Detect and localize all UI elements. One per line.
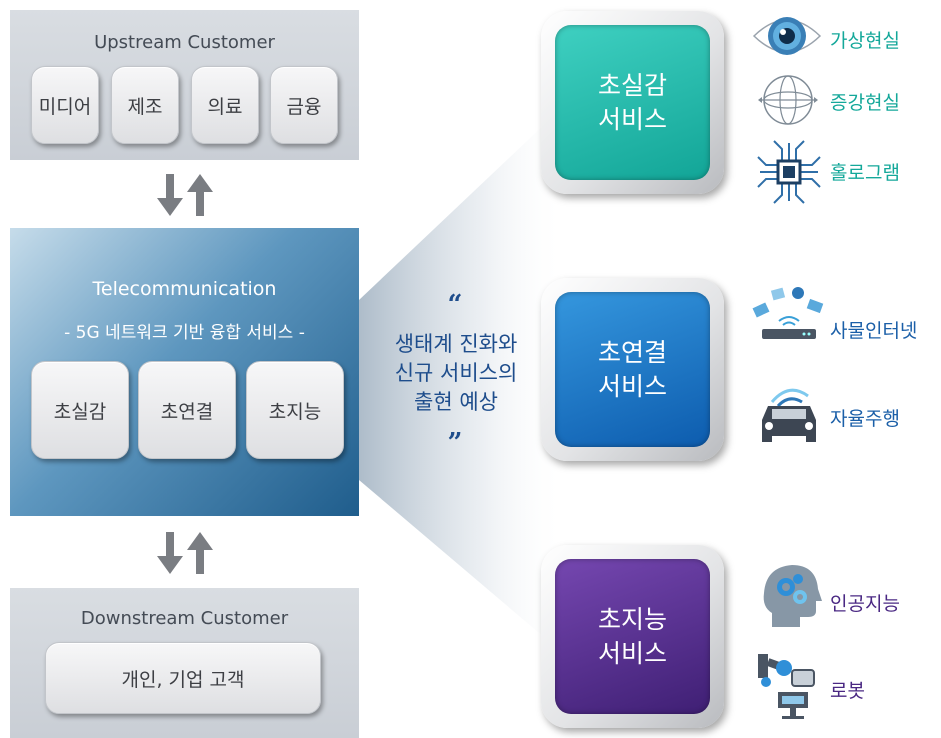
service-name-line: 서비스 bbox=[597, 104, 667, 134]
autonomous-car-icon bbox=[762, 388, 816, 442]
close-quote-mark: ” bbox=[447, 428, 463, 458]
telecom-title: Telecommunication bbox=[92, 278, 277, 300]
telecommunication-panel: Telecommunication - 5G 네트워크 기반 융합 서비스 - … bbox=[10, 228, 359, 516]
feature-label-autonomous-driving: 자율주행 bbox=[830, 408, 900, 430]
bidirectional-arrows-icon bbox=[157, 532, 213, 574]
upstream-item-manufacturing: 제조 bbox=[111, 66, 179, 144]
telecom-subtitle: - 5G 네트워크 기반 융합 서비스 - bbox=[64, 323, 305, 343]
intelligent-service-inner: 초지능 서비스 bbox=[555, 559, 710, 714]
iot-router-icon bbox=[752, 287, 824, 339]
feature-label-robot: 로봇 bbox=[830, 680, 865, 702]
service-name-line: 초지능 bbox=[597, 604, 667, 634]
feature-label-hologram: 홀로그램 bbox=[830, 162, 900, 184]
connected-service-box: 초연결 서비스 bbox=[541, 278, 724, 461]
bidirectional-arrows-icon bbox=[157, 174, 213, 216]
telecom-item-intelligent: 초지능 bbox=[246, 361, 344, 459]
ar-globe-icon bbox=[758, 75, 818, 125]
immersive-service-box: 초실감 서비스 bbox=[541, 11, 724, 194]
feature-label-vr: 가상현실 bbox=[830, 30, 900, 52]
feature-label-ar: 증강현실 bbox=[830, 92, 900, 114]
quote-line-2: 신규 서비스의 bbox=[394, 361, 518, 385]
quote-line-3: 출현 예상 bbox=[414, 390, 498, 414]
ai-head-icon bbox=[763, 565, 822, 627]
intelligent-service-box: 초지능 서비스 bbox=[541, 545, 724, 728]
upstream-item-finance: 금융 bbox=[270, 66, 338, 144]
telecom-item-connected: 초연결 bbox=[138, 361, 236, 459]
upstream-item-medical: 의료 bbox=[191, 66, 259, 144]
quote-line-1: 생태계 진화와 bbox=[394, 332, 518, 356]
service-name-line: 서비스 bbox=[597, 638, 667, 668]
robot-arm-icon bbox=[758, 654, 815, 719]
service-name-line: 서비스 bbox=[597, 371, 667, 401]
service-name-line: 초연결 bbox=[597, 337, 667, 367]
downstream-item-individual-enterprise: 개인, 기업 고객 bbox=[45, 642, 321, 714]
telecom-item-immersive: 초실감 bbox=[31, 361, 129, 459]
service-name-line: 초실감 bbox=[597, 70, 667, 100]
open-quote-mark: “ bbox=[447, 290, 463, 320]
upstream-title: Upstream Customer bbox=[94, 32, 275, 53]
upstream-item-media: 미디어 bbox=[31, 66, 99, 144]
upstream-customer-panel: Upstream Customer 미디어 제조 의료 금융 bbox=[10, 10, 359, 160]
hologram-chip-icon bbox=[757, 140, 821, 204]
downstream-customer-panel: Downstream Customer 개인, 기업 고객 bbox=[10, 588, 359, 738]
downstream-title: Downstream Customer bbox=[80, 608, 289, 629]
vr-eye-icon bbox=[752, 17, 822, 55]
immersive-service-inner: 초실감 서비스 bbox=[555, 25, 710, 180]
feature-label-ai: 인공지능 bbox=[830, 593, 900, 615]
feature-label-iot: 사물인터넷 bbox=[830, 320, 918, 342]
connected-service-inner: 초연결 서비스 bbox=[555, 292, 710, 447]
